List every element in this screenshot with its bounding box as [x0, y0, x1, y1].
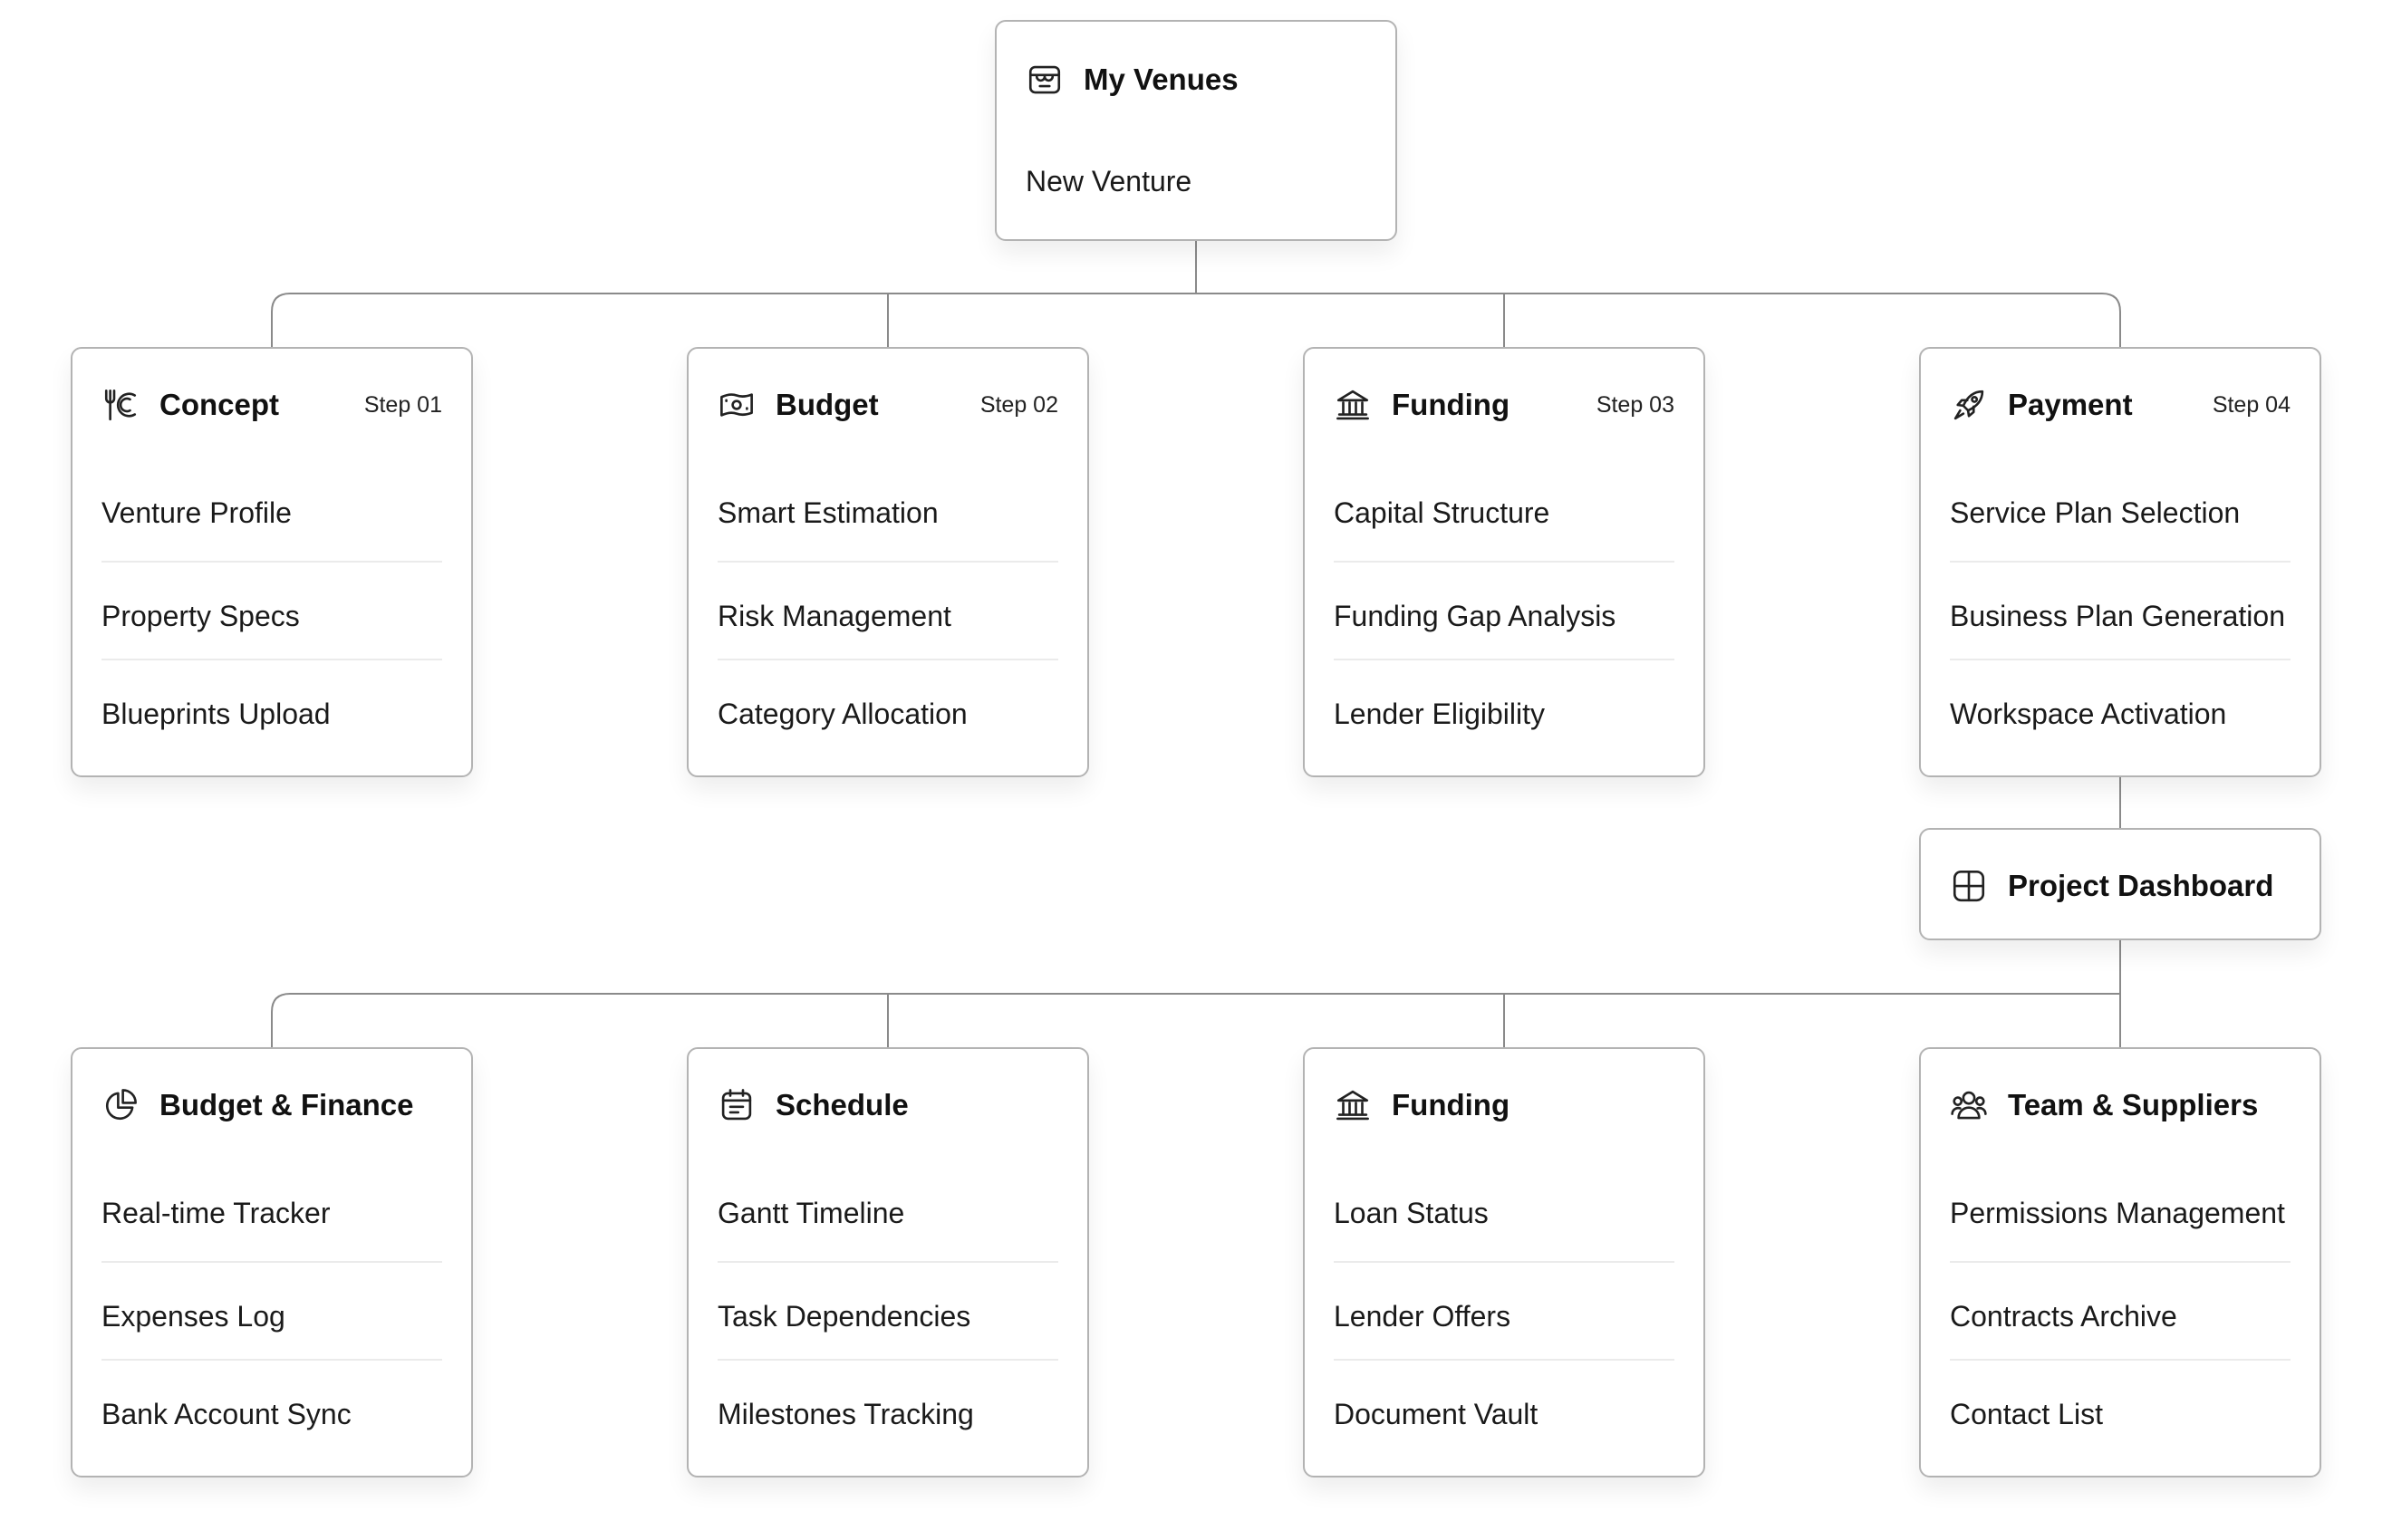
dashboard-title: Project Dashboard [2008, 869, 2274, 902]
step-card-budget[interactable]: Budget Step 02 Smart Estimation Risk Man… [687, 347, 1089, 777]
list-item-workspace-activation[interactable]: Workspace Activation [1950, 698, 2227, 730]
project-dashboard-card[interactable]: Project Dashboard [1919, 828, 2321, 940]
module-card-team-suppliers[interactable]: Team & Suppliers Permissions Management … [1919, 1047, 2321, 1477]
list-item-property-specs[interactable]: Property Specs [101, 563, 442, 660]
module-card-schedule[interactable]: Schedule Gantt Timeline Task Dependencie… [687, 1047, 1089, 1477]
list-item-real-time-tracker[interactable]: Real-time Tracker [101, 1198, 442, 1263]
module-title: Funding [1392, 1088, 1510, 1121]
list-item-venture-profile[interactable]: Venture Profile [101, 497, 442, 563]
root-subtitle[interactable]: New Venture [1026, 165, 1192, 197]
step-card-funding[interactable]: Funding Step 03 Capital Structure Fundin… [1303, 347, 1705, 777]
list-item-document-vault[interactable]: Document Vault [1334, 1398, 1538, 1430]
step-number: Step 01 [363, 391, 442, 418]
list-item-smart-estimation[interactable]: Smart Estimation [718, 497, 1058, 563]
module-title: Budget & Finance [159, 1088, 414, 1121]
list-item-risk-management[interactable]: Risk Management [718, 563, 1058, 660]
step-number: Step 02 [979, 391, 1058, 418]
storefront-icon [1026, 61, 1064, 99]
users-icon [1950, 1086, 1988, 1124]
list-item-bank-account-sync[interactable]: Bank Account Sync [101, 1398, 352, 1430]
fork-knife-icon [101, 386, 140, 424]
step-number: Step 03 [1596, 391, 1674, 418]
list-item-capital-structure[interactable]: Capital Structure [1334, 497, 1674, 563]
list-item-loan-status[interactable]: Loan Status [1334, 1198, 1674, 1263]
module-card-budget-finance[interactable]: Budget & Finance Real-time Tracker Expen… [71, 1047, 473, 1477]
list-item-expenses-log[interactable]: Expenses Log [101, 1263, 442, 1361]
module-title: Team & Suppliers [2008, 1088, 2259, 1121]
list-item-service-plan-selection[interactable]: Service Plan Selection [1950, 497, 2291, 563]
list-item-contact-list[interactable]: Contact List [1950, 1398, 2103, 1430]
bank-icon [1334, 1086, 1372, 1124]
grid-icon [1950, 867, 1988, 905]
step-card-concept[interactable]: Concept Step 01 Venture Profile Property… [71, 347, 473, 777]
list-item-milestones-tracking[interactable]: Milestones Tracking [718, 1398, 974, 1430]
pie-chart-icon [101, 1086, 140, 1124]
list-item-contracts-archive[interactable]: Contracts Archive [1950, 1263, 2291, 1361]
root-card[interactable]: My Venues New Venture [995, 20, 1397, 241]
list-item-task-dependencies[interactable]: Task Dependencies [718, 1263, 1058, 1361]
step-title: Payment [2008, 388, 2133, 421]
list-item-lender-eligibility[interactable]: Lender Eligibility [1334, 698, 1546, 730]
step-number: Step 04 [2212, 391, 2291, 418]
list-item-category-allocation[interactable]: Category Allocation [718, 698, 968, 730]
list-item-blueprints-upload[interactable]: Blueprints Upload [101, 698, 331, 730]
calendar-icon [718, 1086, 756, 1124]
list-item-funding-gap-analysis[interactable]: Funding Gap Analysis [1334, 563, 1674, 660]
list-item-gantt-timeline[interactable]: Gantt Timeline [718, 1198, 1058, 1263]
list-item-lender-offers[interactable]: Lender Offers [1334, 1263, 1674, 1361]
list-item-permissions-management[interactable]: Permissions Management [1950, 1198, 2291, 1263]
money-icon [718, 386, 756, 424]
module-card-funding[interactable]: Funding Loan Status Lender Offers Docume… [1303, 1047, 1705, 1477]
step-title: Concept [159, 388, 279, 421]
module-title: Schedule [776, 1088, 909, 1121]
step-title: Funding [1392, 388, 1510, 421]
step-card-payment[interactable]: Payment Step 04 Service Plan Selection B… [1919, 347, 2321, 777]
bank-icon [1334, 386, 1372, 424]
step-title: Budget [776, 388, 879, 421]
list-item-business-plan-generation[interactable]: Business Plan Generation [1950, 563, 2291, 660]
rocket-icon [1950, 386, 1988, 424]
root-title: My Venues [1084, 63, 1239, 96]
